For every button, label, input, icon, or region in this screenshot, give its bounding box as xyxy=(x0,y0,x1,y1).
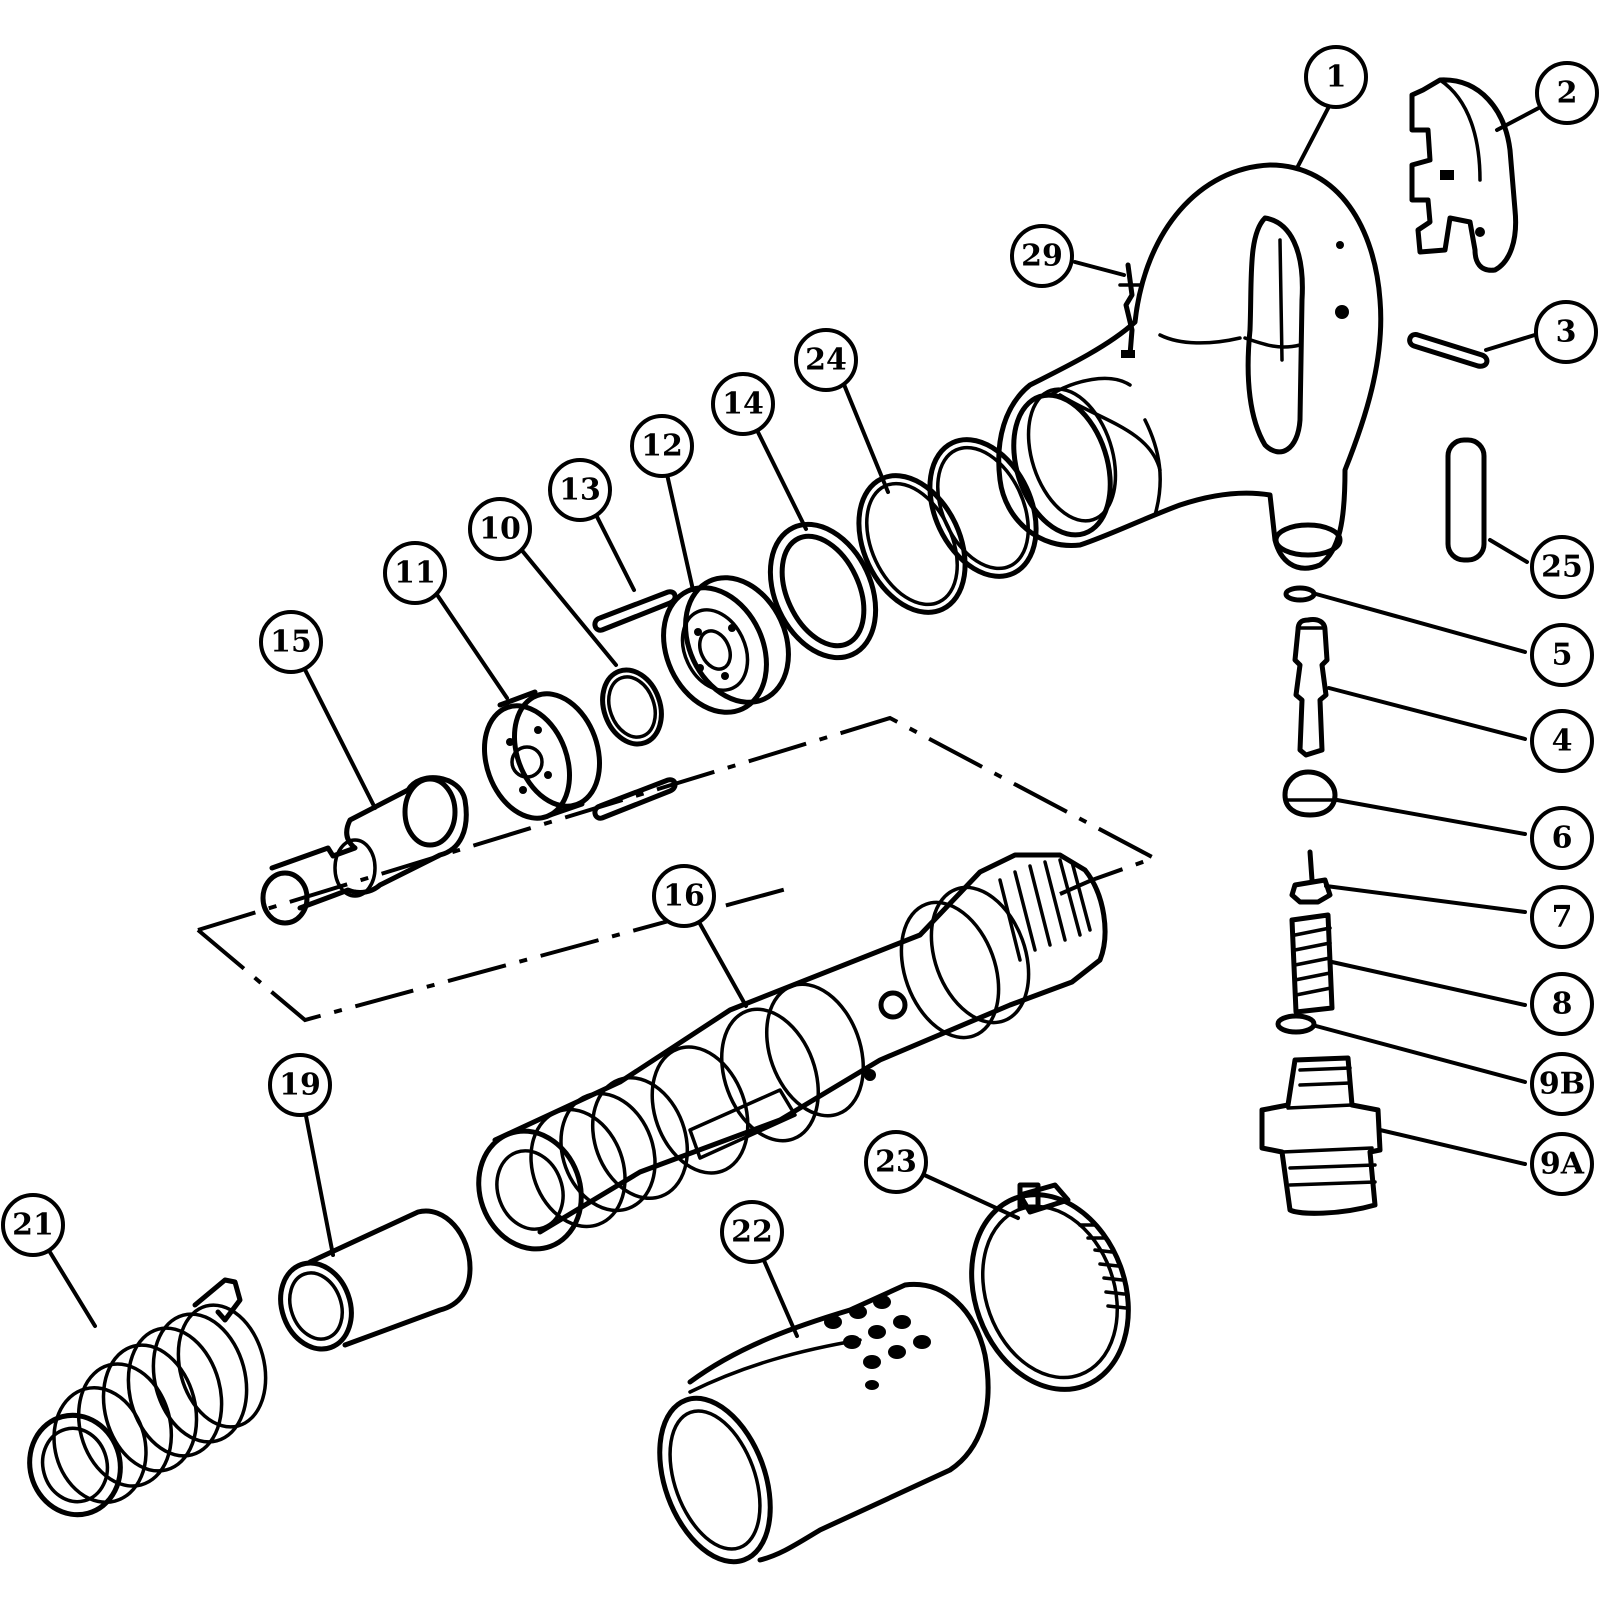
callout-15: 15 xyxy=(259,610,323,674)
part-2-trigger xyxy=(1409,77,1519,273)
callout-21: 21 xyxy=(1,1193,65,1257)
callout-9a: 9A xyxy=(1530,1132,1594,1196)
part-9a-inlet-fitting xyxy=(1259,1055,1383,1216)
part-1-handle-housing xyxy=(996,162,1384,571)
callout-2: 2 xyxy=(1535,61,1599,125)
svg-text:23: 23 xyxy=(875,1145,917,1180)
callout-25: 25 xyxy=(1530,535,1594,599)
callout-1: 1 xyxy=(1304,45,1368,109)
svg-text:6: 6 xyxy=(1552,821,1573,856)
part-21-spring-retainer xyxy=(27,1277,268,1518)
part-9b-o-ring xyxy=(1275,1013,1317,1035)
callout-9b: 9B xyxy=(1530,1052,1594,1116)
part-22-exhaust-deflector xyxy=(657,1281,991,1565)
callout-22: 22 xyxy=(720,1200,784,1264)
callout-4: 4 xyxy=(1530,709,1594,773)
part-14-washer xyxy=(767,521,879,661)
svg-text:9B: 9B xyxy=(1539,1067,1585,1102)
callout-23: 23 xyxy=(864,1130,928,1194)
svg-text:21: 21 xyxy=(12,1208,54,1243)
svg-text:22: 22 xyxy=(731,1215,773,1250)
callout-29: 29 xyxy=(1010,224,1074,288)
part-16-cylinder xyxy=(476,852,1108,1252)
part-8-spring xyxy=(1289,912,1335,1015)
callout-11: 11 xyxy=(383,541,447,605)
svg-text:11: 11 xyxy=(394,556,436,591)
part-11-valve-block xyxy=(481,689,603,821)
callout-3: 3 xyxy=(1534,300,1598,364)
svg-text:2: 2 xyxy=(1557,76,1578,111)
exhaust-holes xyxy=(824,1295,931,1390)
svg-text:25: 25 xyxy=(1541,550,1583,585)
callout-24: 24 xyxy=(794,328,858,392)
part-12-valve xyxy=(661,575,791,715)
part-25-pin xyxy=(1445,437,1487,563)
svg-text:15: 15 xyxy=(270,625,312,660)
svg-text:19: 19 xyxy=(279,1068,321,1103)
svg-text:16: 16 xyxy=(663,879,705,914)
callout-16: 16 xyxy=(652,864,716,928)
part-5-o-ring xyxy=(1283,585,1317,603)
svg-text:12: 12 xyxy=(641,429,683,464)
callout-14: 14 xyxy=(711,372,775,436)
svg-text:29: 29 xyxy=(1021,239,1063,274)
callout-5: 5 xyxy=(1530,623,1594,687)
callout-8: 8 xyxy=(1530,972,1594,1036)
part-19-bushing xyxy=(278,1208,473,1352)
part-6-valve-seat xyxy=(1282,769,1338,818)
callout-12: 12 xyxy=(630,414,694,478)
part-23-hose-clamp xyxy=(969,1182,1131,1392)
part-4-valve-stem xyxy=(1292,617,1330,758)
svg-text:7: 7 xyxy=(1552,900,1573,935)
svg-text:1: 1 xyxy=(1326,60,1347,95)
svg-text:8: 8 xyxy=(1552,987,1573,1022)
callout-7: 7 xyxy=(1530,885,1594,949)
dash-dot-group-outline xyxy=(196,715,1159,1023)
svg-text:3: 3 xyxy=(1556,315,1577,350)
callout-6: 6 xyxy=(1530,806,1594,870)
callout-19: 19 xyxy=(268,1053,332,1117)
part-13-pins xyxy=(592,589,678,821)
svg-text:9A: 9A xyxy=(1540,1147,1585,1182)
svg-text:10: 10 xyxy=(479,512,521,547)
part-7-valve xyxy=(1289,849,1333,905)
svg-text:5: 5 xyxy=(1552,638,1573,673)
svg-text:24: 24 xyxy=(805,343,847,378)
part-3-pin xyxy=(1407,332,1490,369)
part-29-screw xyxy=(1118,262,1142,358)
svg-text:4: 4 xyxy=(1552,724,1573,759)
svg-text:14: 14 xyxy=(722,387,764,422)
svg-text:13: 13 xyxy=(559,473,601,508)
callout-13: 13 xyxy=(548,458,612,522)
callout-10: 10 xyxy=(468,497,532,561)
part-10-o-ring xyxy=(600,667,664,747)
